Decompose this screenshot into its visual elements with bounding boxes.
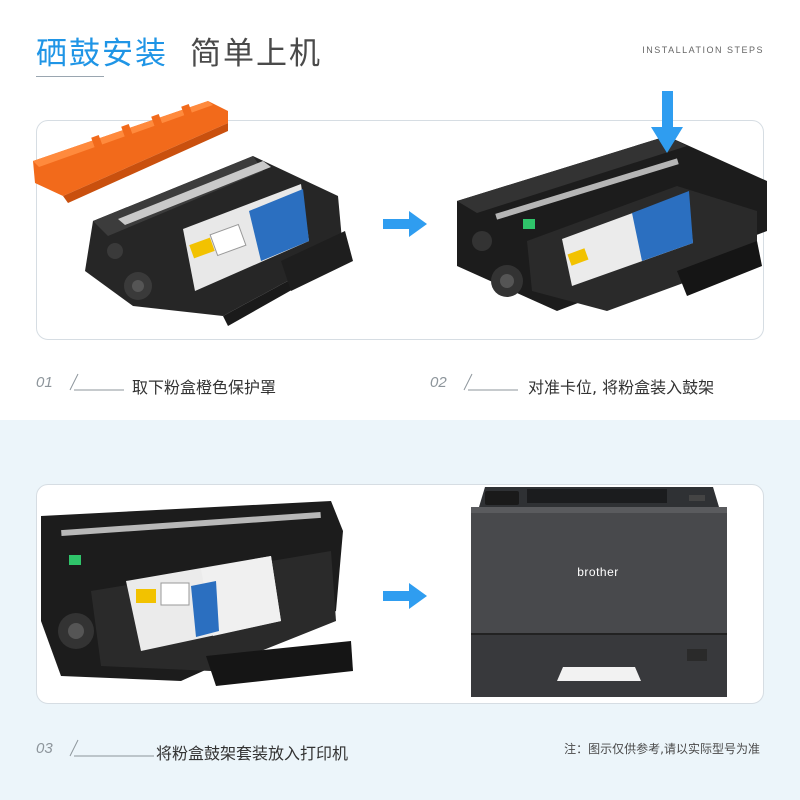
- step-3-caption: 03 将粉盒鼓架套装放入打印机: [36, 738, 416, 763]
- step-panel-1-2: [33, 91, 767, 340]
- toner-cartridge-with-protector-image: [33, 101, 353, 326]
- printer-brand-logo: brother: [577, 565, 619, 579]
- step-number: 01: [36, 374, 53, 391]
- arrow-right-icon: [383, 583, 427, 609]
- step-panel-3: brother: [36, 484, 764, 704]
- page-header: 硒鼓安装 简单上机 INSTALLATION STEPS: [0, 0, 800, 90]
- page-subtitle: 简单上机: [190, 36, 322, 72]
- step-number: 03: [36, 740, 53, 757]
- step-description: 对准卡位, 将粉盒装入鼓架: [528, 378, 715, 397]
- step-number-line: [463, 373, 518, 391]
- drum-unit-with-cartridge-image: [457, 91, 767, 311]
- title-underline: [36, 76, 104, 77]
- step-description: 取下粉盒橙色保护罩: [132, 378, 277, 397]
- step-description: 将粉盒鼓架套装放入打印机: [156, 744, 349, 763]
- step-number-line: [69, 373, 124, 391]
- drum-cartridge-set-image: [41, 501, 353, 686]
- step-number: 02: [430, 374, 447, 391]
- arrow-right-icon: [383, 211, 427, 237]
- title-english: INSTALLATION STEPS: [642, 45, 764, 55]
- step-2-caption: 02 对准卡位, 将粉盒装入鼓架: [430, 372, 770, 397]
- disclaimer-note: 注：图示仅供参考,请以实际型号为准: [564, 742, 760, 756]
- step-number-line: [69, 739, 154, 757]
- printer-image: brother: [467, 483, 729, 699]
- step-1-caption: 01 取下粉盒橙色保护罩: [36, 372, 396, 397]
- page-title: 硒鼓安装: [36, 36, 168, 72]
